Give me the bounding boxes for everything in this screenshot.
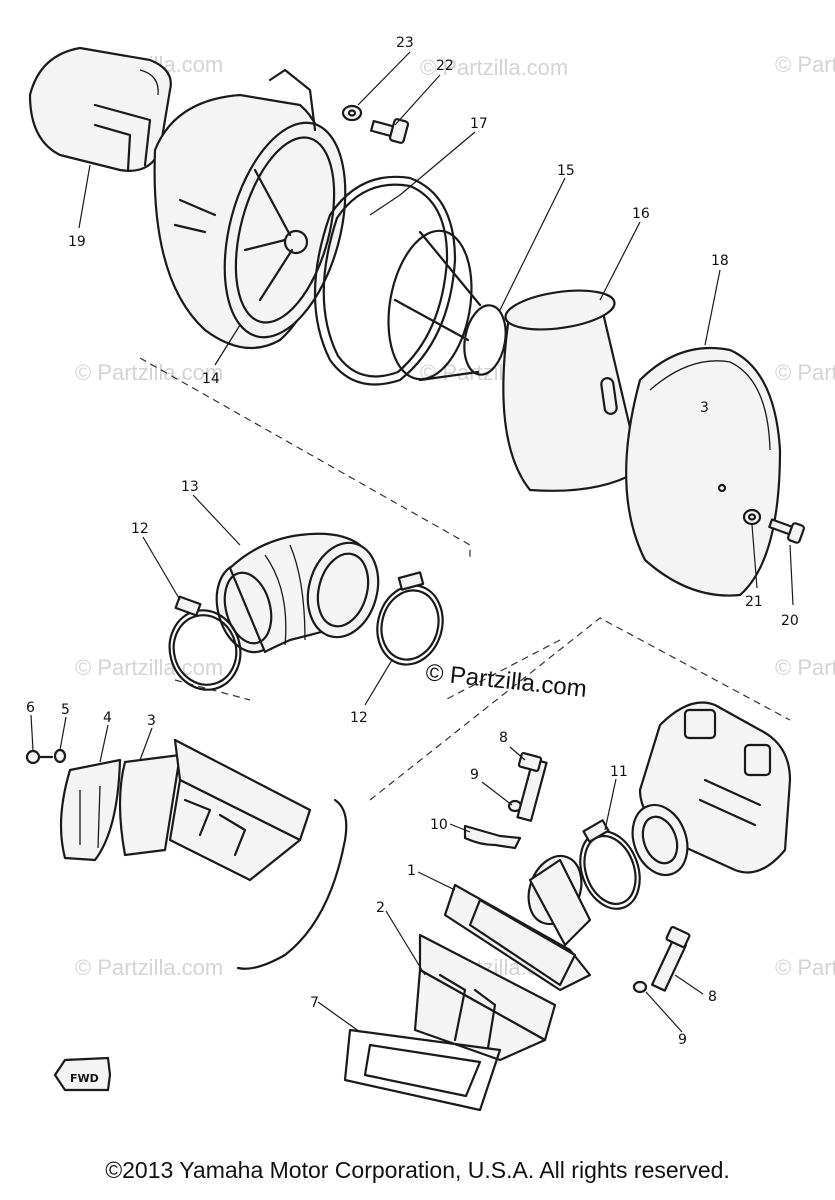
part-7-gasket [343,1028,502,1112]
callout-3: 3 [147,713,156,729]
watermark: © Partzilla.com [775,52,835,77]
leader-lines [30,51,794,1033]
callout-22: 22 [436,58,454,74]
part-16-air-filter [502,289,642,492]
callout-5: 5 [61,702,70,718]
part-19-air-duct [28,46,172,172]
watermark: © Partzilla.com [775,955,835,980]
reed-block [168,738,312,882]
callout-20: 20 [781,613,799,629]
callout-18: 18 [711,253,729,269]
part-15-element-guide [387,229,507,382]
part-10-cable-holder [463,824,522,850]
part-2-reed-valve-assembly [413,933,557,1062]
callout-9: 9 [678,1032,687,1048]
part-18-cover: 3 [625,346,782,597]
part-4-reed-stopper [59,758,122,862]
part-14-air-cleaner-case [153,68,347,350]
callout-15: 15 [557,163,575,179]
part-12-clamp-right [376,571,444,666]
callout-12: 12 [350,710,368,726]
part-22-bolt [370,118,410,144]
part-3-reed-valve [118,753,182,857]
callout-11: 11 [610,764,628,780]
fwd-arrow-icon: FWD [53,1056,112,1092]
part-6-screw [25,749,54,765]
assembly-bracket [236,798,348,970]
callout-2: 2 [376,900,385,916]
fwd-label: FWD [70,1072,99,1085]
callout-1: 1 [407,863,416,879]
watermark: © Partzilla.com [420,55,568,80]
callouts: 23 22 17 15 16 18 19 14 13 12 12 21 20 6… [26,35,799,1048]
watermark: © Partzilla.com [75,360,223,385]
part-12-clamp-left [168,595,242,691]
callout-19: 19 [68,234,86,250]
callout-4: 4 [103,710,112,726]
part-23-washer [341,104,363,122]
part-20-screw [768,518,805,544]
callout-16: 16 [632,206,650,222]
watermark: © Partzilla.com [75,955,223,980]
watermark: © Partzilla.com [775,655,835,680]
part-5-washer [53,748,67,764]
part-1-manifold [443,854,592,992]
watermark: © Partzilla.com [75,655,223,680]
callout-8: 8 [708,989,717,1005]
callout-10: 10 [430,817,448,833]
callout-13: 13 [181,479,199,495]
callout-8: 8 [499,730,508,746]
copyright-notice: ©2013 Yamaha Motor Corporation, U.S.A. A… [105,1157,730,1183]
watermark: © Partzilla.com [775,360,835,385]
callout-6: 6 [26,700,35,716]
callout-12: 12 [131,521,149,537]
part-8-bolt-lower [650,925,691,992]
callout-9: 9 [470,767,479,783]
callout-21: 21 [745,594,763,610]
cover-mark: 3 [700,400,709,416]
part-21-washer [742,508,762,526]
part-8-bolt-upper [516,751,548,822]
part-13-joint [215,532,380,654]
carburetor [631,701,792,877]
part-17-seal [313,175,457,386]
callout-23: 23 [396,35,414,51]
callout-7: 7 [310,995,319,1011]
partzilla-watermark: © Partzilla.com [424,659,588,703]
part-9-washer-lower [632,980,648,994]
callout-14: 14 [202,371,220,387]
callout-17: 17 [470,116,488,132]
